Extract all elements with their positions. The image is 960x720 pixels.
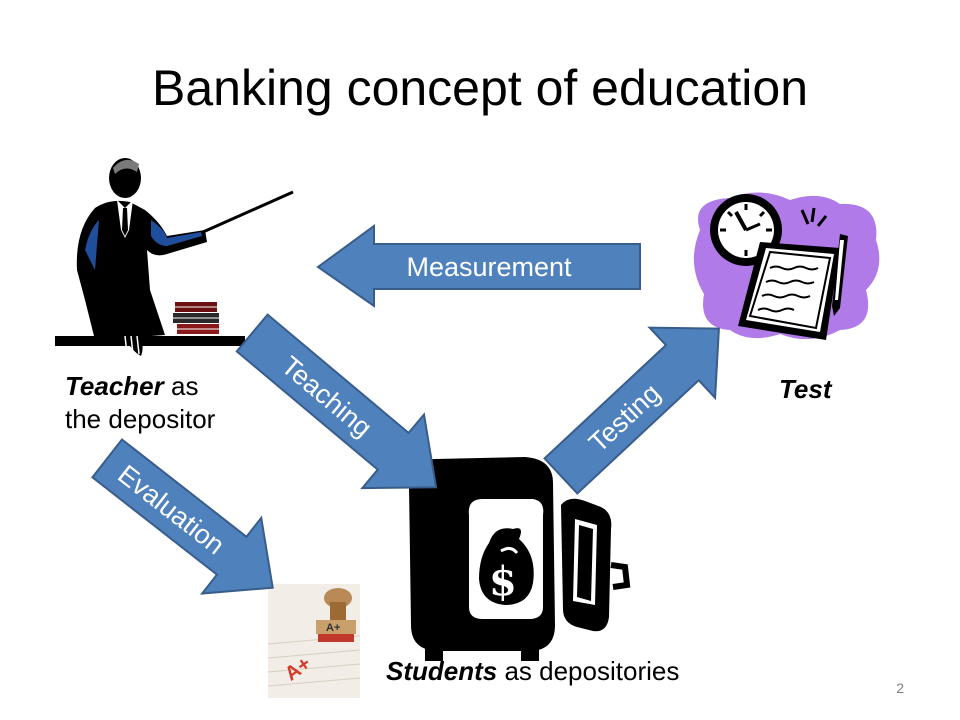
students-label-rest: as depositories (497, 656, 680, 686)
grade-stamp-photo: A+ A+ (267, 584, 361, 698)
test-label-bold: Test (779, 374, 832, 404)
page-number: 2 (896, 680, 904, 696)
students-label: Students as depositories (386, 655, 679, 688)
test-clock-paper-illustration (693, 192, 880, 340)
teaching-arrow: Teaching (235, 313, 438, 490)
stamp-text-a: A+ (326, 622, 340, 634)
students-label-bold: Students (386, 656, 498, 686)
svg-text:$: $ (489, 558, 517, 605)
teacher-label: Teacher as the depositor (65, 370, 215, 435)
teacher-label-line2: the depositor (65, 403, 216, 434)
measurement-arrow: Measurement (316, 224, 641, 308)
teacher-label-rest: as (163, 371, 199, 401)
test-label: Test (779, 373, 832, 406)
testing-arrow: Testing (543, 326, 720, 495)
teacher-pointing-illustration (55, 158, 294, 356)
teacher-label-bold: Teacher (65, 371, 164, 401)
evaluation-arrow: Evaluation (91, 438, 274, 595)
bank-safe-illustration: $ (408, 457, 631, 661)
slide-title: Banking concept of education (151, 60, 809, 116)
measurement-label: Measurement (406, 252, 572, 282)
